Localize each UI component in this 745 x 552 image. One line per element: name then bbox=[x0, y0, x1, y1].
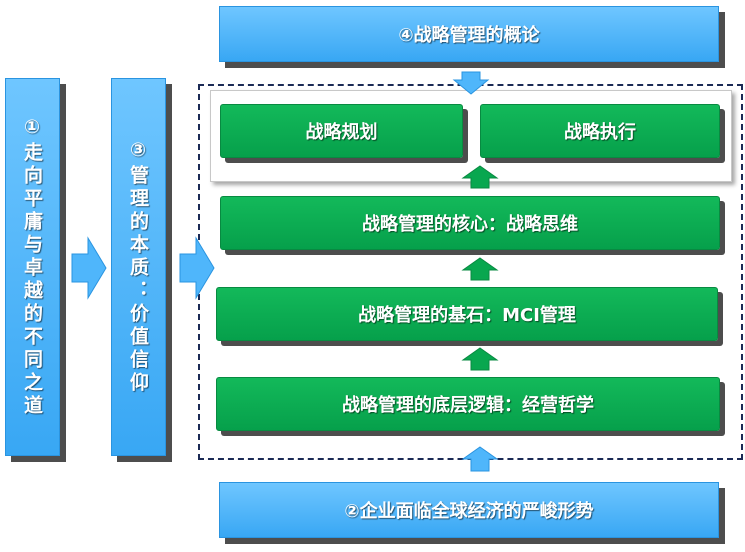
business-philosophy-foundation-box: 战略管理的底层逻辑：经营哲学 bbox=[216, 377, 720, 431]
strategy-management-overview-box: ④战略管理的概论 bbox=[219, 6, 719, 62]
down-arrow-icon bbox=[452, 71, 490, 95]
strategy-planning-box: 战略规划 bbox=[220, 104, 463, 158]
up-arrow-icon bbox=[461, 165, 499, 189]
right-arrow-icon bbox=[179, 236, 215, 300]
up-arrow-icon bbox=[461, 446, 499, 472]
column-management-essence: ③管理的本质：价值信仰 bbox=[111, 78, 166, 456]
global-economy-situation-box: ②企业面临全球经济的严峻形势 bbox=[219, 482, 719, 538]
strategic-thinking-core-box: 战略管理的核心：战略思维 bbox=[220, 196, 720, 250]
right-arrow-icon bbox=[71, 236, 107, 300]
column-ordinary-vs-excellence: ①走向平庸与卓越的不同之道 bbox=[5, 78, 60, 456]
strategy-execution-box: 战略执行 bbox=[480, 104, 720, 158]
up-arrow-icon bbox=[461, 347, 499, 371]
up-arrow-icon bbox=[461, 257, 499, 281]
mci-cornerstone-box: 战略管理的基石：MCI管理 bbox=[216, 287, 718, 341]
